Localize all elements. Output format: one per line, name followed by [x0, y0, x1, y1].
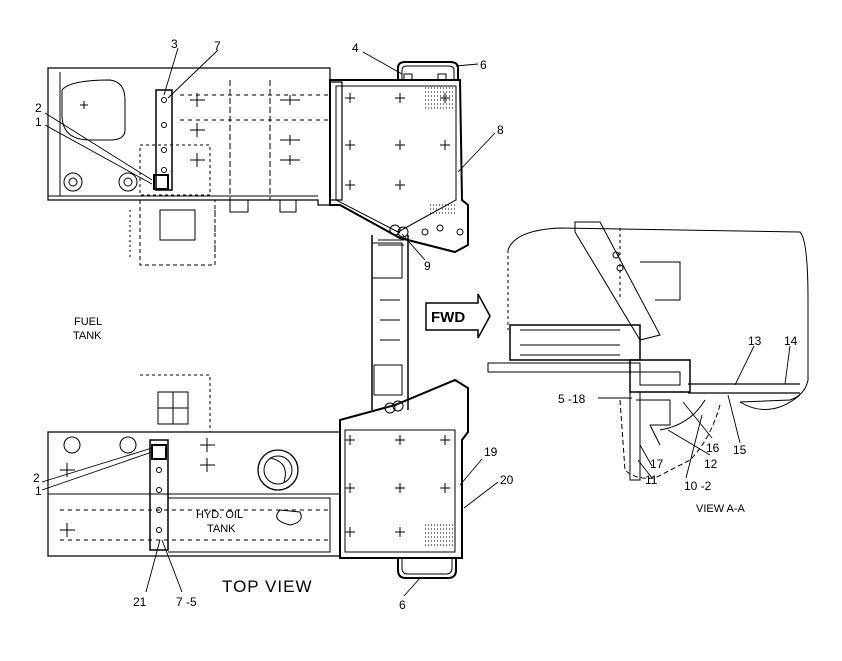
callout-8: 8 — [497, 123, 504, 137]
callout-5-18: 5 -18 — [558, 392, 586, 406]
callout-14: 14 — [784, 334, 798, 348]
callout-12: 12 — [704, 457, 718, 471]
fuel-tank-label-line1: FUEL — [74, 316, 102, 328]
captions: FUEL TANK HYD. OIL TANK FWD TOP VIEW VIE… — [73, 309, 746, 596]
callout-10-2: 10 -2 — [684, 479, 712, 493]
callout-16: 16 — [706, 441, 720, 455]
leader-lines — [41, 47, 791, 597]
lower-step-panel — [339, 378, 469, 579]
callout-6-top: 6 — [480, 58, 487, 72]
fwd-arrow-shape — [425, 293, 491, 339]
hyd-oil-tank-label-line1: HYD. OIL — [196, 509, 243, 521]
callout-20: 20 — [500, 473, 514, 487]
fuel-tank-label-line2: TANK — [73, 330, 102, 342]
callout-21: 21 — [133, 595, 147, 609]
upper-step-panel — [329, 61, 469, 254]
callout-15: 15 — [733, 443, 747, 457]
upper-frame — [47, 67, 343, 266]
callout-9: 9 — [424, 259, 431, 273]
view-aa-detail — [487, 221, 809, 481]
callout-11: 11 — [645, 473, 658, 487]
callout-2-top: 2 — [35, 101, 42, 115]
callout-4: 4 — [352, 41, 359, 55]
callout-17: 17 — [650, 457, 664, 471]
callout-1-top: 1 — [35, 115, 42, 129]
callout-19: 19 — [484, 445, 498, 459]
callout-numbers: 2 1 3 7 4 6 8 9 2 1 19 20 21 7 -5 6 13 1… — [33, 37, 798, 612]
view-aa-caption: VIEW A-A — [696, 503, 746, 515]
callout-3: 3 — [171, 37, 178, 51]
fwd-label: FWD — [431, 309, 465, 326]
center-beam — [371, 235, 409, 414]
lower-frame — [47, 374, 341, 557]
callout-13: 13 — [748, 334, 762, 348]
callout-2-bottom: 2 — [33, 471, 40, 485]
callout-7-5: 7 -5 — [176, 595, 197, 609]
callout-7-top: 7 — [214, 39, 221, 53]
hyd-oil-tank-label-line2: TANK — [207, 523, 236, 535]
callout-6-bottom: 6 — [399, 598, 406, 612]
top-view-caption: TOP VIEW — [222, 577, 313, 596]
callout-1-bottom: 1 — [35, 484, 42, 498]
